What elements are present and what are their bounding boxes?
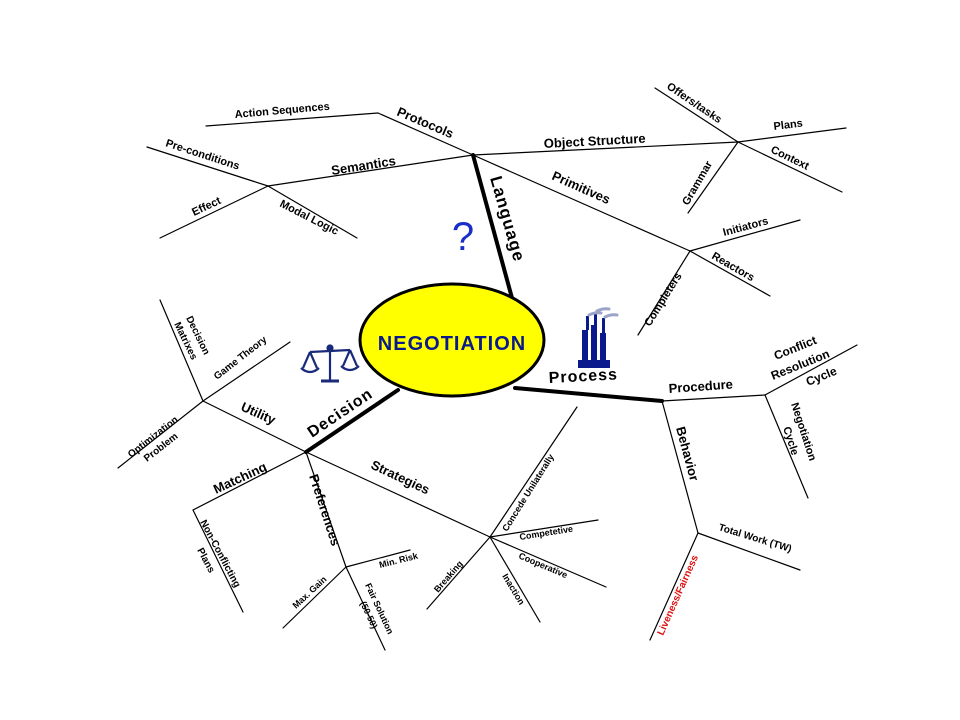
utility-line <box>202 400 307 453</box>
procedure-label: Procedure <box>668 377 733 396</box>
plans-label: Plans <box>773 117 804 132</box>
branch-lines <box>117 87 858 651</box>
center-node: NEGOTIATION <box>358 282 546 398</box>
action-sequences-line <box>205 112 379 127</box>
fair-solution-line <box>345 566 386 651</box>
inaction-line <box>489 536 541 623</box>
negotiation-cycle-line <box>764 394 809 499</box>
utility-label: Utility <box>239 399 279 428</box>
reactors-label: Reactors <box>710 250 757 284</box>
behavior-label: Behavior <box>673 425 702 483</box>
matching-line <box>192 451 307 511</box>
modal-logic-line <box>267 185 358 239</box>
max-gain-label: Max. Gain <box>291 574 329 610</box>
offers-tasks-label: Offers/tasks <box>664 81 723 127</box>
preferences-line <box>305 451 347 568</box>
object-structure-label: Object Structure <box>543 131 646 151</box>
semantics-line <box>267 154 474 187</box>
scales-icon <box>300 344 360 383</box>
object-structure-line <box>472 141 739 156</box>
max-gain-line <box>282 566 347 629</box>
liveness-fairness-label: Liveness/Fairness <box>656 553 701 637</box>
optimization-line <box>117 400 204 469</box>
protocols-label: Protocols <box>395 104 456 141</box>
context-label: Context <box>769 144 811 173</box>
grammar-label: Grammar <box>680 159 715 208</box>
cooperative-label: Cooperative <box>517 551 569 581</box>
process-label: Process <box>548 366 618 387</box>
matching-label: Matching <box>211 459 269 497</box>
semantics-label: Semantics <box>330 153 397 178</box>
concede-unilaterally-label: Concede Unilaterally <box>500 452 556 533</box>
game-theory-line <box>202 341 291 402</box>
preconditions-label: Pre-conditions <box>164 137 241 172</box>
strategies-label: Strategies <box>369 457 432 497</box>
center-label: NEGOTIATION <box>378 333 526 355</box>
process-branch-line <box>513 386 664 403</box>
cooperative-line <box>489 536 607 588</box>
conflict-cycle-line <box>764 344 858 396</box>
offers-line <box>654 87 739 143</box>
decision-branch-line <box>304 388 400 454</box>
competetive-label: Competetive <box>519 524 574 542</box>
total-work-label: Total Work (TW) <box>717 522 793 555</box>
decision-matrix-line <box>159 299 204 402</box>
concede-line <box>489 406 578 538</box>
center-ellipse <box>358 282 546 398</box>
preferences-label: Preferences <box>306 472 343 547</box>
factory-icon <box>578 307 619 368</box>
procedure-line <box>661 394 766 402</box>
effect-line <box>159 185 269 239</box>
protocols-line <box>377 112 474 156</box>
primitives-line <box>472 154 691 252</box>
language-label: Language <box>486 174 529 264</box>
liveness-line <box>649 532 699 641</box>
breaking-label: Breaking <box>432 559 465 595</box>
primitives-label: Primitives <box>550 168 613 207</box>
modal-logic-label: Modal Logic <box>278 198 341 238</box>
plans-line <box>737 127 847 143</box>
strategies-line <box>305 451 491 538</box>
breaking-line <box>426 536 491 610</box>
preconditions-line <box>146 146 269 187</box>
behavior-line <box>661 400 699 534</box>
min-risk-line <box>345 549 411 568</box>
question-mark-icon: ? <box>452 215 474 259</box>
initiators-line <box>689 219 801 252</box>
reactors-line <box>689 250 771 297</box>
language-branch-line <box>471 153 514 300</box>
competetive-line <box>489 519 599 538</box>
completers-line <box>637 250 691 336</box>
completers-label: Completers <box>642 271 684 329</box>
total-work-line <box>697 532 801 571</box>
grammar-line <box>687 141 739 214</box>
context-line <box>737 141 843 193</box>
non-conflicting-line <box>192 509 244 613</box>
